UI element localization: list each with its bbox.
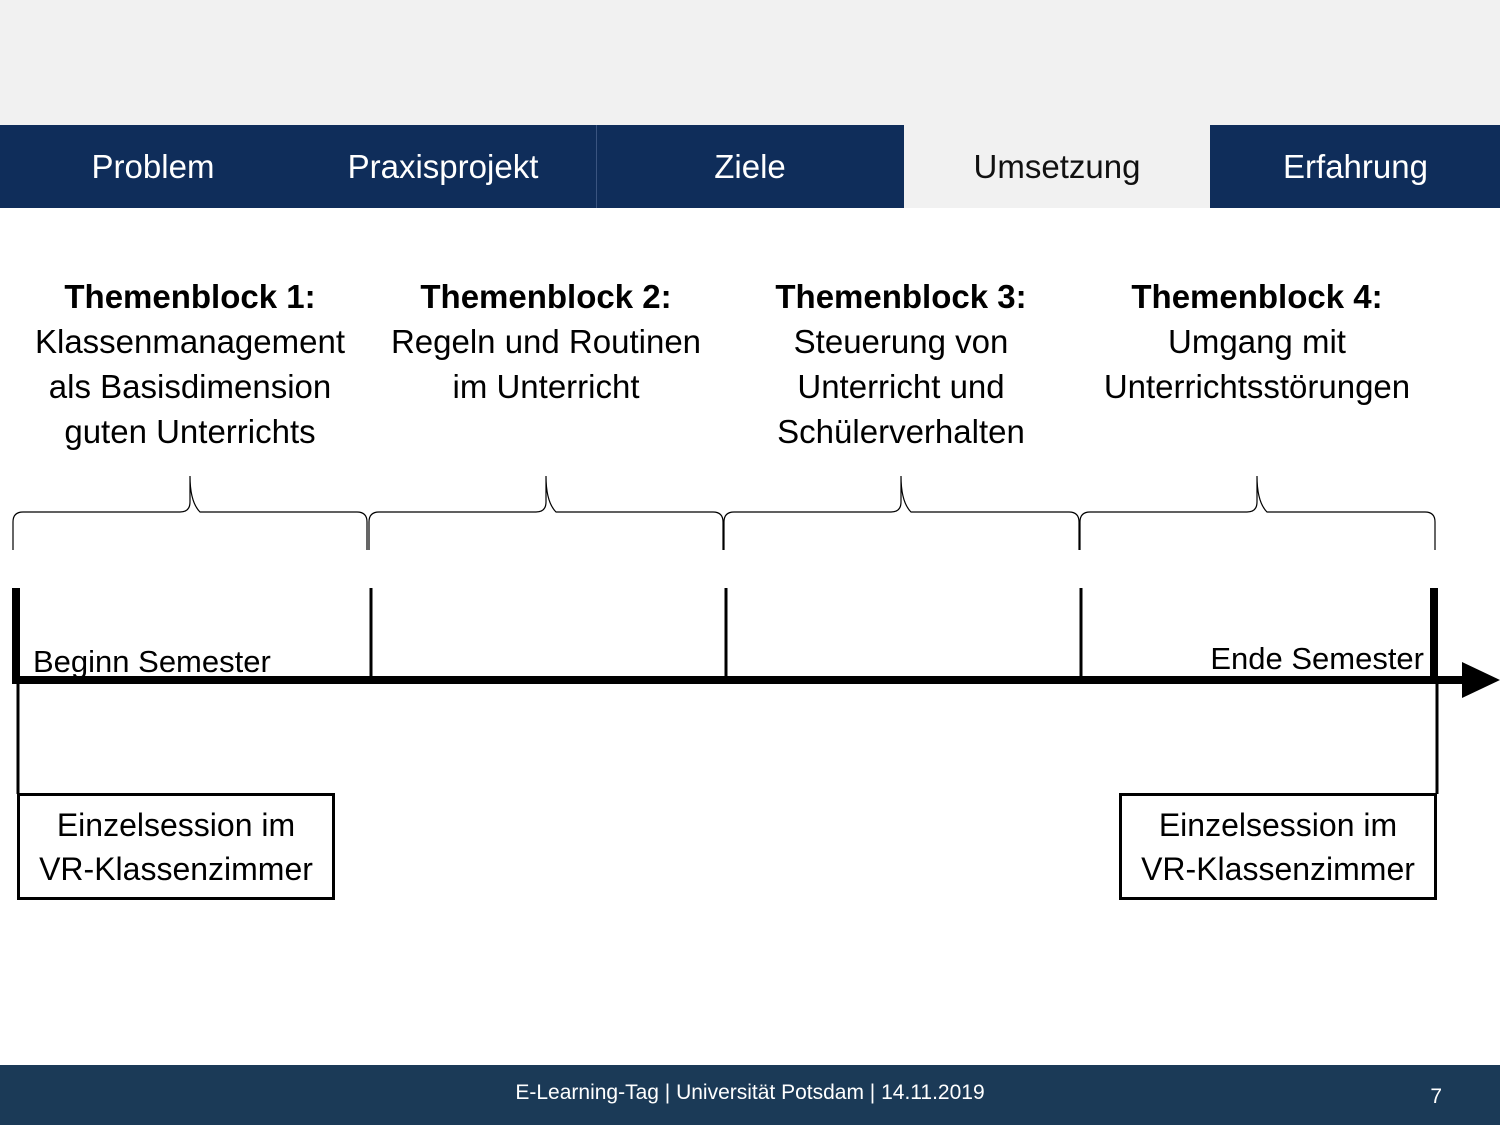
- themenblock-3: Themenblock 3: Steuerung von Unterricht …: [721, 274, 1081, 454]
- themenblock-1: Themenblock 1: Klassenmanagement als Bas…: [10, 274, 370, 454]
- tab-problem[interactable]: Problem: [91, 147, 215, 185]
- tab-erfahrung[interactable]: Erfahrung: [1283, 147, 1428, 185]
- label-ende-semester: Ende Semester: [1210, 641, 1424, 676]
- themenblock-4-body: Umgang mit Unterrichtsstörungen: [1103, 323, 1411, 405]
- themenblock-1-heading: Themenblock 1:: [64, 278, 316, 315]
- label-beginn-semester: Beginn Semester: [33, 644, 271, 679]
- header-band: [0, 0, 1500, 125]
- session-box-end: Einzelsession im VR-Klassenzimmer: [1119, 793, 1437, 900]
- themenblock-3-body: Steuerung von Unterricht und Schülerverh…: [777, 323, 1025, 450]
- themenblock-4-heading: Themenblock 4:: [1131, 278, 1383, 315]
- themenblock-4: Themenblock 4: Umgang mit Unterrichtsstö…: [1077, 274, 1437, 409]
- section-navigation: Problem Praxisprojekt Ziele Umsetzung Er…: [0, 125, 1500, 208]
- tab-ziele[interactable]: Ziele: [714, 147, 786, 185]
- page-number: 7: [1430, 1085, 1442, 1108]
- footer-text: E-Learning-Tag | Universität Potsdam | 1…: [515, 1081, 985, 1104]
- tab-divider: [596, 125, 597, 208]
- session-box-start: Einzelsession im VR-Klassenzimmer: [17, 793, 335, 900]
- brace-group: [12, 475, 1436, 550]
- themenblock-3-heading: Themenblock 3:: [775, 278, 1027, 315]
- timeline-arrowhead: [1462, 662, 1500, 698]
- themenblock-2-heading: Themenblock 2:: [420, 278, 672, 315]
- brace-4: [1079, 475, 1436, 550]
- brace-1: [12, 475, 368, 550]
- themenblock-2: Themenblock 2: Regeln und Routinen im Un…: [366, 274, 726, 409]
- footer: E-Learning-Tag | Universität Potsdam | 1…: [0, 1065, 1500, 1125]
- themenblock-2-body: Regeln und Routinen im Unterricht: [390, 323, 702, 405]
- brace-3: [723, 475, 1080, 550]
- tab-praxisprojekt[interactable]: Praxisprojekt: [347, 147, 539, 185]
- themenblock-1-body: Klassenmanagement als Basisdimension gut…: [34, 323, 346, 450]
- tab-umsetzung[interactable]: Umsetzung: [904, 125, 1210, 208]
- brace-2: [368, 475, 724, 550]
